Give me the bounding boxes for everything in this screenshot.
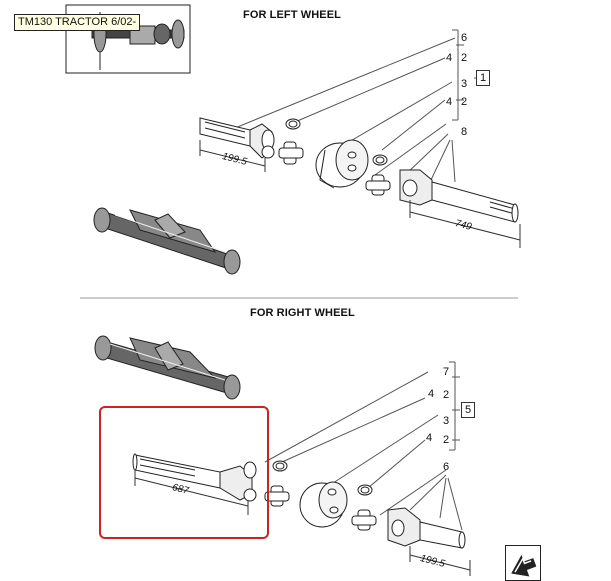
next-page-arrow-icon[interactable] bbox=[505, 545, 541, 581]
callout-part-2[interactable]: 2 bbox=[461, 96, 468, 108]
right-wheel-title: FOR RIGHT WHEEL bbox=[250, 307, 355, 319]
group-ref-box[interactable]: 1 bbox=[476, 70, 490, 86]
group-ref-box[interactable]: 5 bbox=[461, 402, 475, 418]
left-wheel-title: FOR LEFT WHEEL bbox=[243, 9, 341, 21]
right-wheel-diagram bbox=[132, 361, 471, 576]
overview-thumbnail bbox=[65, 4, 191, 74]
model-tag: TM130 TRACTOR 6/02- bbox=[14, 14, 141, 31]
callout-part-2[interactable]: 2 bbox=[443, 389, 450, 401]
callout-part-3[interactable]: 3 bbox=[461, 78, 468, 90]
callout-part-4[interactable]: 4 bbox=[446, 96, 453, 108]
callout-part-7[interactable]: 7 bbox=[443, 366, 450, 378]
callout-part-3[interactable]: 3 bbox=[443, 415, 450, 427]
callout-part-4[interactable]: 4 bbox=[426, 432, 433, 444]
callout-part-6[interactable]: 6 bbox=[443, 461, 450, 473]
highlight-frame bbox=[99, 406, 269, 539]
callout-part-8[interactable]: 8 bbox=[461, 126, 468, 138]
right-axle-illustration bbox=[94, 335, 241, 400]
left-axle-illustration bbox=[93, 207, 241, 275]
callout-part-6[interactable]: 6 bbox=[461, 32, 468, 44]
callout-part-4[interactable]: 4 bbox=[428, 388, 435, 400]
callout-part-2[interactable]: 2 bbox=[443, 434, 450, 446]
callout-part-4[interactable]: 4 bbox=[446, 52, 453, 64]
left-wheel-diagram bbox=[199, 29, 521, 248]
callout-part-2[interactable]: 2 bbox=[461, 52, 468, 64]
